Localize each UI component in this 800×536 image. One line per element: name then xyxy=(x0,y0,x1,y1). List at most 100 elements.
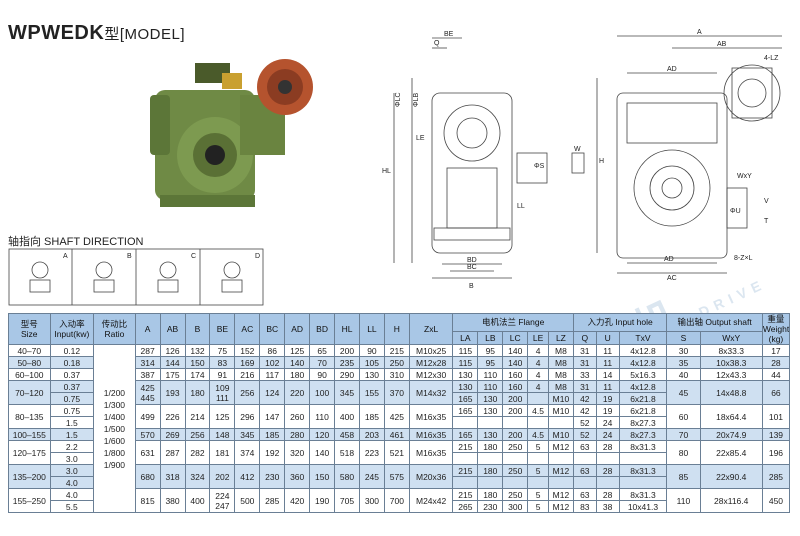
gearbox-photo xyxy=(150,59,313,207)
dim-t: T xyxy=(764,218,769,225)
dim-cell: M24x42 xyxy=(408,488,454,513)
dim-cell: 91 xyxy=(209,368,236,381)
input-hole-cell: 6x21.8 xyxy=(618,404,668,417)
output-shaft-cell: 35 xyxy=(666,356,701,369)
dim-cell: 148 xyxy=(209,428,236,441)
flange-cell: 110 xyxy=(477,380,504,393)
dim-cell: 280 xyxy=(284,428,311,441)
flange-cell: 200 xyxy=(502,404,529,417)
size-cell: 80–135 xyxy=(8,404,51,429)
dim-cell: 125 xyxy=(209,404,236,429)
input-hole-cell: 24 xyxy=(595,416,620,429)
ratio-line: 1/400 xyxy=(103,411,126,422)
dim-cell: 152 xyxy=(234,344,261,357)
flange-cell xyxy=(452,452,479,465)
weight-cell: 28 xyxy=(761,356,791,369)
dim-cell: 174 xyxy=(184,368,211,381)
dim-cell: 75 xyxy=(209,344,236,357)
flange-cell: 140 xyxy=(502,356,529,369)
input-hole-cell: 11 xyxy=(595,356,620,369)
output-shaft-cell: 85 xyxy=(666,464,701,489)
flange-cell: 130 xyxy=(452,380,479,393)
column-subheader: LC xyxy=(502,330,529,346)
flange-cell xyxy=(527,392,549,405)
dim-cell: M12x30 xyxy=(408,368,454,381)
flange-cell: 130 xyxy=(477,428,504,441)
flange-cell: 5 xyxy=(527,440,549,453)
weight-cell: 450 xyxy=(761,488,791,513)
shaft-c-label: C xyxy=(191,253,196,260)
dim-cell: 181 xyxy=(209,440,236,465)
dim-cell: 223 xyxy=(358,440,385,465)
dim-cell: 580 xyxy=(334,464,360,489)
dim-cell: 90 xyxy=(358,344,385,357)
flange-cell: 230 xyxy=(477,500,504,513)
dim-cell: 370 xyxy=(383,380,410,405)
flange-cell: 95 xyxy=(477,356,504,369)
dim-cell: M12x28 xyxy=(408,356,454,369)
dim-cell: 200 xyxy=(334,344,360,357)
dim-cell: 575 xyxy=(383,464,410,489)
output-shaft-cell: 18x64.4 xyxy=(699,404,763,429)
column-header: BE xyxy=(209,313,236,345)
dim-cell: 631 xyxy=(134,440,161,465)
column-header: AB xyxy=(159,313,186,345)
dim-cell: 499 xyxy=(134,404,161,429)
input-hole-cell: 38 xyxy=(595,500,620,513)
dim-lb: ΦLB xyxy=(413,93,420,107)
weight-cell: 17 xyxy=(761,344,791,357)
input-kw-cell: 1.5 xyxy=(49,416,95,429)
dim-cell: 458 xyxy=(334,428,360,441)
dim-ll: LL xyxy=(517,203,525,210)
output-shaft-cell: 8x33.3 xyxy=(699,344,763,357)
dim-cell: 150 xyxy=(309,464,336,489)
flange-cell: M8 xyxy=(547,368,574,381)
shaft-b-label: B xyxy=(127,253,132,260)
page-title: WPWEDK型[MODEL] xyxy=(8,22,185,45)
dim-ad: AD xyxy=(667,66,677,73)
size-cell: 60–100 xyxy=(8,368,51,381)
size-cell: 135–200 xyxy=(8,464,51,489)
dim-cell: 320 xyxy=(284,440,311,465)
input-hole-cell xyxy=(595,452,620,465)
ratio-line: 1/600 xyxy=(103,435,126,446)
flange-cell xyxy=(477,476,504,489)
dim-cell: 180 xyxy=(184,380,211,405)
dim-cell: M16x35 xyxy=(408,440,454,465)
input-hole-cell xyxy=(595,476,620,489)
input-kw-cell: 0.75 xyxy=(49,392,95,405)
flange-cell xyxy=(477,452,504,465)
flange-cell: 250 xyxy=(502,488,529,501)
input-hole-cell xyxy=(572,452,597,465)
dim-s: ΦS xyxy=(534,163,545,170)
input-hole-cell xyxy=(618,476,668,489)
column-header: A xyxy=(134,313,161,345)
dim-q: Q xyxy=(434,40,440,47)
flange-cell xyxy=(502,476,529,489)
column-subheader: LZ xyxy=(547,330,574,346)
input-hole-cell xyxy=(572,476,597,489)
input-kw-cell: 0.18 xyxy=(49,356,95,369)
flange-cell: 215 xyxy=(452,488,479,501)
flange-cell: 265 xyxy=(452,500,479,513)
dim-a: A xyxy=(697,29,702,36)
dim-v: V xyxy=(764,198,769,205)
dim-cell: 140 xyxy=(284,356,311,369)
output-shaft-cell: 20x74.9 xyxy=(699,428,763,441)
dim-cell: 400 xyxy=(184,488,211,513)
flange-cell: 4.5 xyxy=(527,404,549,417)
flange-cell: M8 xyxy=(547,356,574,369)
dim-cell: 705 xyxy=(334,488,360,513)
output-shaft-cell: 110 xyxy=(666,488,701,513)
output-shaft-cell: 28x116.4 xyxy=(699,488,763,513)
dim-cell: 290 xyxy=(334,368,360,381)
input-hole-cell: 19 xyxy=(595,404,620,417)
dim-cell: 185 xyxy=(259,428,286,441)
shaft-d-label: D xyxy=(255,253,260,260)
